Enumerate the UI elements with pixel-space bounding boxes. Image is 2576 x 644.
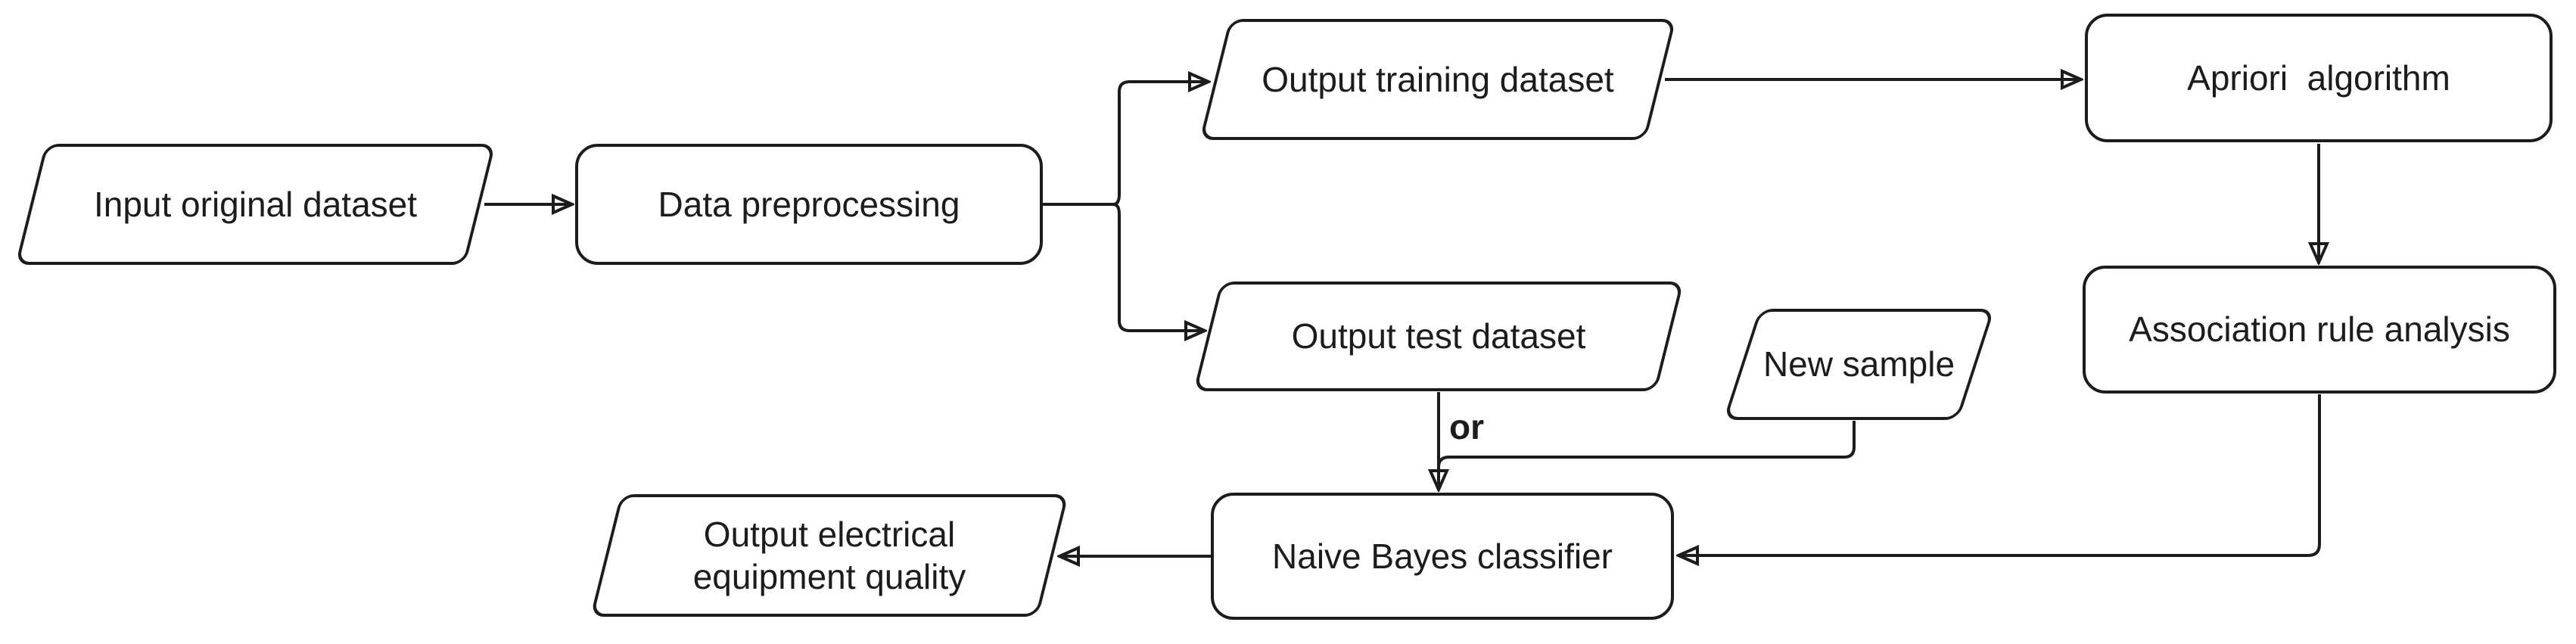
node-output-electrical-equipment-quality: Output electrical equipment quality	[590, 494, 1069, 617]
edge-association-to-naivebayes	[1678, 394, 2321, 555]
node-data-preprocessing: Data preprocessing	[575, 144, 1043, 265]
node-naive-bayes-classifier: Naive Bayes classifier	[1211, 493, 1674, 620]
node-label: Input original dataset	[93, 184, 418, 224]
rounded-rect-shape	[2085, 14, 2553, 142]
node-label: Output training dataset	[1262, 59, 1614, 99]
rounded-rect-shape	[2083, 266, 2556, 394]
node-label: Association rule analysis	[2129, 310, 2510, 350]
node-label: Data preprocessing	[658, 184, 960, 224]
edge-preprocessing-to-training	[1112, 82, 1209, 206]
node-association-rule-analysis: Association rule analysis	[2083, 266, 2556, 394]
node-input-original-dataset: Input original dataset	[15, 144, 496, 265]
node-label: New sample	[1762, 344, 1955, 384]
rounded-rect-shape	[1211, 493, 1674, 620]
node-label: Output test dataset	[1291, 316, 1586, 356]
node-label: Output electrical equipment quality	[692, 514, 966, 596]
node-output-training-dataset: Output training dataset	[1199, 19, 1676, 140]
edge-preprocessing-to-test	[1112, 203, 1205, 331]
node-apriori-algorithm: Apriori algorithm	[2085, 14, 2553, 142]
node-output-test-dataset: Output test dataset	[1193, 282, 1685, 391]
edge-label-or: or	[1449, 407, 1484, 446]
node-new-sample: New sample	[1723, 309, 1995, 420]
node-label: Apriori algorithm	[2187, 58, 2450, 98]
node-label: Naive Bayes classifier	[1272, 536, 1613, 576]
edge-newsample-merge	[1437, 421, 1856, 468]
rounded-rect-shape	[575, 144, 1043, 265]
